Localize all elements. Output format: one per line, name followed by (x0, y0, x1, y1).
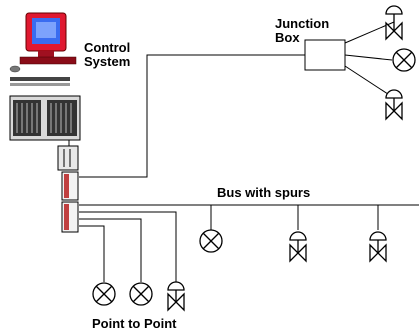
circle-x-instrument-icon (392, 48, 416, 72)
junction-branch (344, 54, 393, 61)
p2p-cable (79, 225, 105, 282)
control-valve-icon (167, 281, 185, 312)
circle-x-instrument-icon (129, 282, 153, 306)
point-to-point-label: Point to Point (92, 316, 177, 331)
control-valve-icon (369, 231, 387, 263)
bus-with-spurs-label: Bus with spurs (217, 185, 311, 200)
junction-box-label-line1: Junction (275, 16, 330, 31)
junction-box-label: Junction Box (275, 17, 329, 45)
trunk-cable-junction (79, 54, 305, 178)
control-system-label-line2: System (84, 54, 131, 69)
io-module-stack (57, 140, 79, 233)
junction-box (304, 39, 346, 71)
junction-branch (344, 65, 395, 99)
circle-x-instrument-icon (199, 229, 223, 253)
control-valve-icon (385, 5, 403, 41)
circle-x-instrument-icon (92, 282, 116, 306)
control-system-label: Control System (84, 41, 130, 69)
junction-box-label-line2: Box (275, 30, 300, 45)
control-valve-icon (289, 231, 307, 263)
p2p-cable (79, 211, 177, 282)
control-cabinet-icon (9, 95, 81, 141)
computer-workstation-icon (9, 12, 77, 86)
control-system-label-line1: Control (84, 40, 131, 55)
p2p-cable (79, 218, 142, 282)
control-valve-icon (385, 89, 403, 121)
